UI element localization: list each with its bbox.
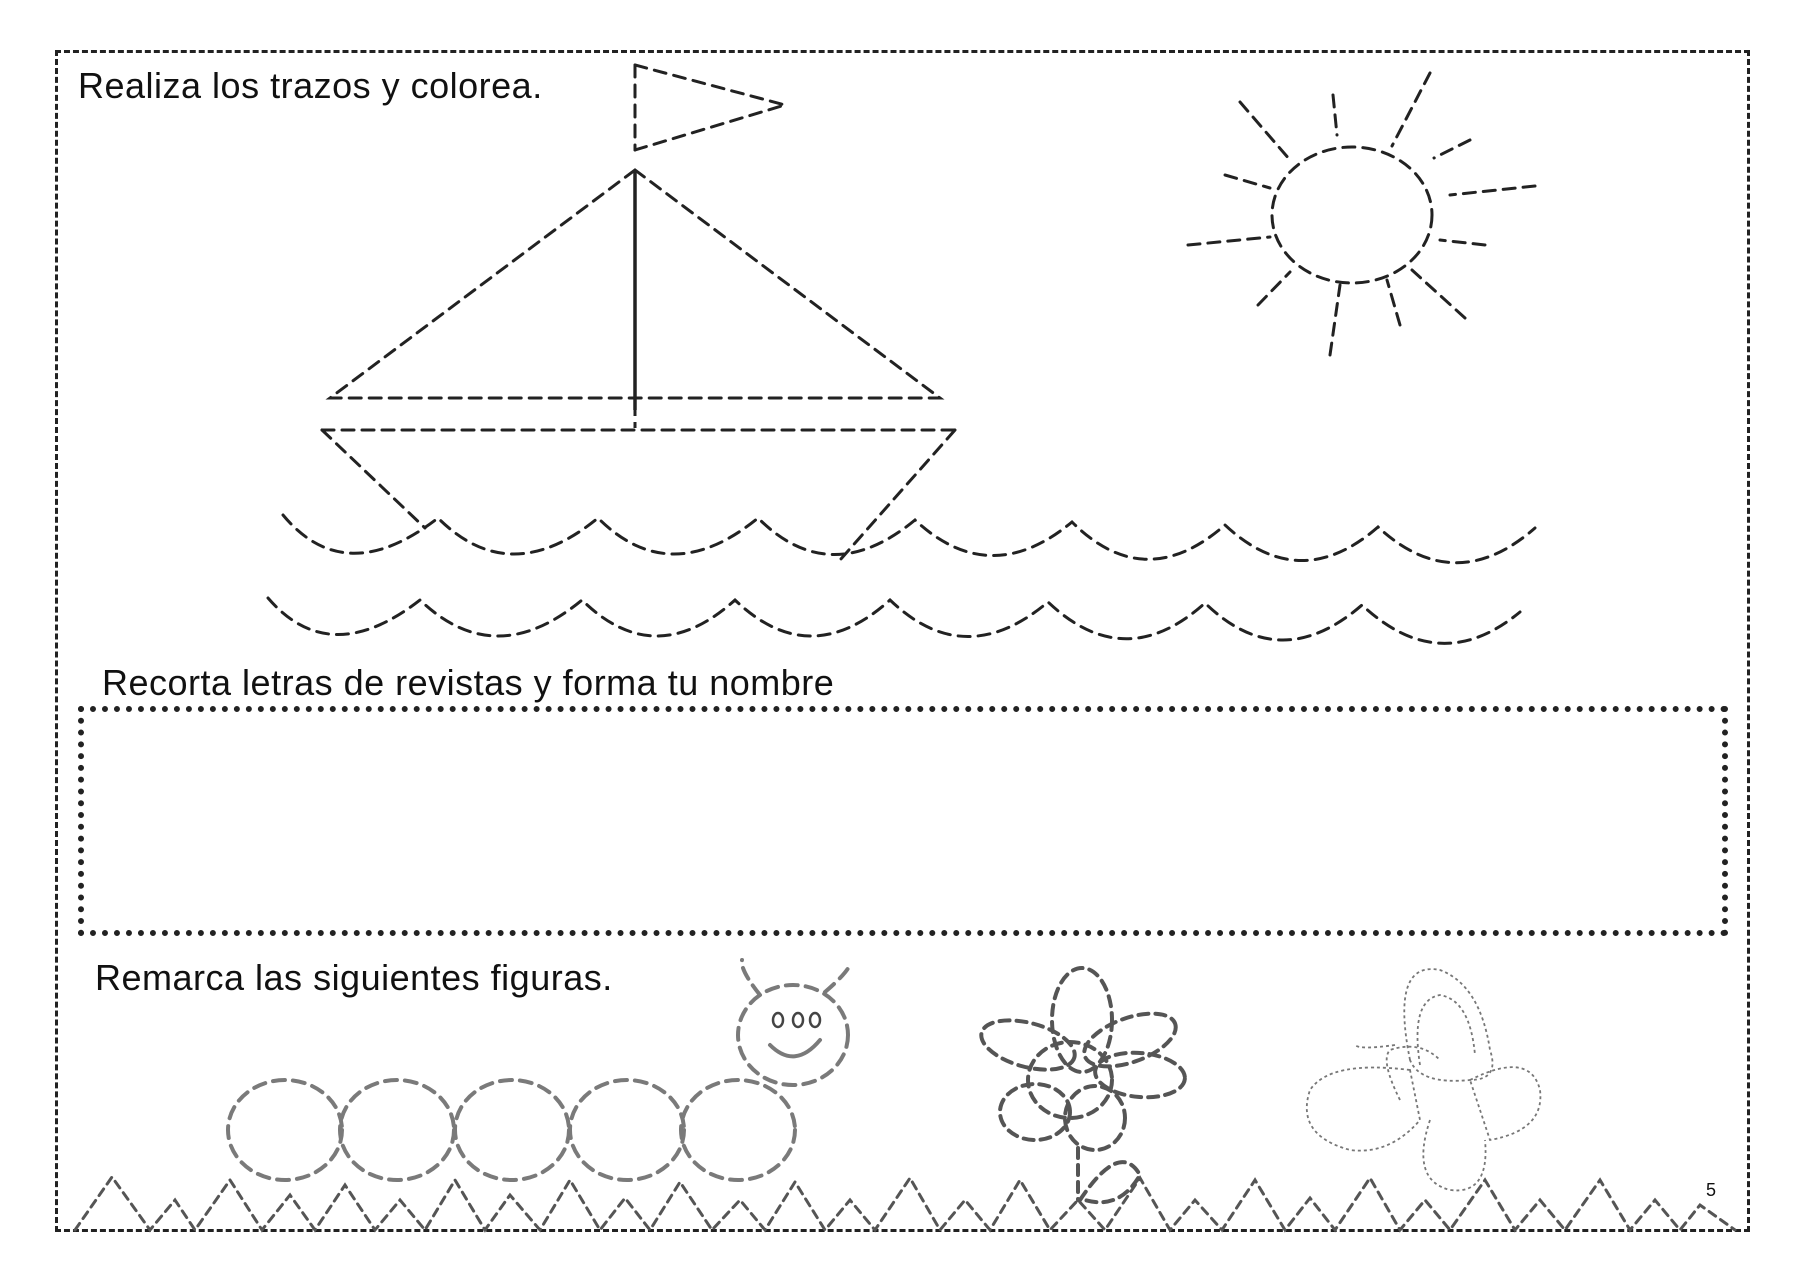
butterfly: [1305, 968, 1542, 1192]
waves-row-1: [281, 513, 1537, 565]
instruction-outline-figures: Remarca las siguientes figuras.: [95, 957, 613, 998]
grass-zigzag: [73, 1174, 1737, 1233]
boat-hull: [320, 428, 957, 562]
flower: [979, 966, 1187, 1205]
caterpillar-eyes: [771, 1011, 822, 1029]
page-number: 5: [1706, 1180, 1717, 1200]
boat-flag: [633, 63, 791, 152]
sun: [1186, 71, 1537, 357]
instruction-cut-letters-name: Recorta letras de revistas y forma tu no…: [102, 662, 835, 703]
name-box: [78, 706, 1728, 936]
page-border: [55, 50, 1750, 1232]
instruction-trace-and-color: Realiza los trazos y colorea.: [78, 65, 543, 106]
waves-row-2: [266, 596, 1522, 645]
caterpillar: [226, 958, 852, 1182]
